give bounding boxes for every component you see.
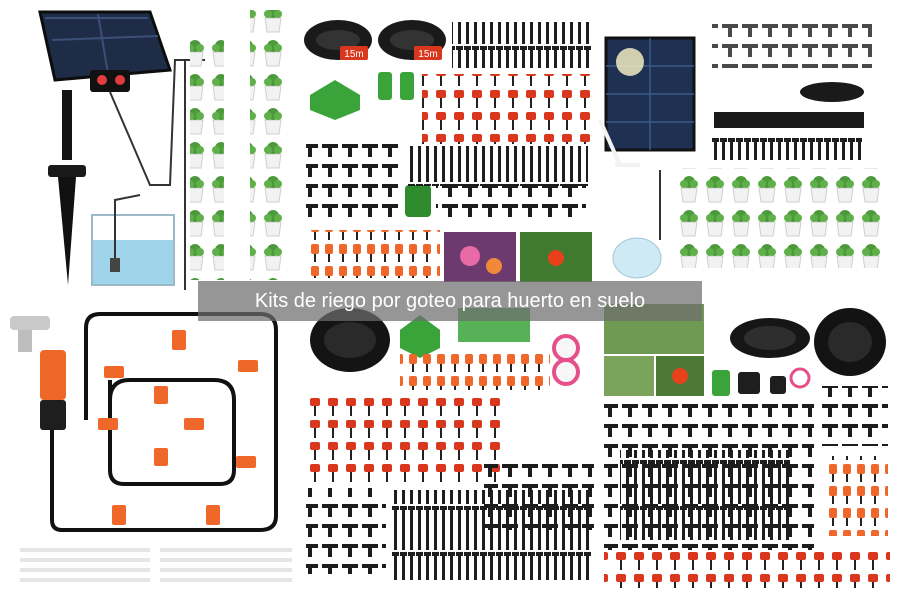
photo-inset-flowers (444, 232, 516, 282)
large-hose-coil (310, 308, 390, 372)
small-hose-coil (800, 82, 864, 102)
potted-plants-column-right (250, 10, 290, 280)
hose-length-label-2: 15m (418, 49, 437, 60)
potted-plants-column-left (190, 40, 224, 280)
stake-set (712, 136, 862, 160)
large-drip-kit-panel (306, 308, 594, 580)
green-splitter-fittings (310, 72, 431, 217)
red-dripper-rows (422, 74, 592, 144)
red-dripper-strip (604, 548, 890, 588)
stake-bundles (392, 490, 592, 580)
red-dripper-grid (308, 396, 504, 486)
drip-loop-outer (50, 312, 278, 532)
orange-sprinkler-rows (306, 230, 440, 278)
hose-rolls (714, 112, 864, 128)
hose-coil-1: 15m (304, 20, 372, 60)
kit-with-photo-insets-panel (604, 304, 890, 588)
hose-coil-2: 15m (378, 20, 446, 60)
green-splitter (400, 315, 440, 358)
hose-coils-right (730, 308, 886, 376)
solar-panel-graphic (38, 10, 173, 92)
filter-and-adapters (712, 367, 811, 396)
drip-loop-inner (108, 378, 236, 486)
teflon-tape-rolls (552, 334, 580, 386)
photo-inset-sprinkler (520, 232, 592, 282)
orange-nozzle-rows (400, 354, 550, 390)
fish-bowl (612, 170, 662, 279)
cable-ties (20, 548, 292, 582)
solar-kit-with-pots-panel (598, 18, 880, 279)
tee-connector-grid (306, 140, 400, 220)
orange-emitters (98, 330, 258, 525)
orange-emitter-column (828, 456, 888, 536)
water-container (91, 194, 175, 286)
small-stake-rows (408, 146, 588, 186)
ground-stake (48, 90, 86, 285)
stake-row (452, 22, 592, 68)
cross-connectors (306, 488, 386, 574)
hose-length-label-1: 15m (344, 49, 363, 60)
small-solar-panel (598, 36, 696, 167)
screws-and-anchors (712, 18, 872, 68)
tubing-and-fittings-kit-panel: 15m 15m (304, 20, 592, 282)
elbow-connector-grid (436, 182, 586, 222)
end-plug-set (818, 386, 888, 446)
long-stake-bundle (620, 450, 790, 540)
faucet (10, 316, 66, 430)
collage-caption: Kits de riego por goteo para huerto en s… (198, 281, 702, 321)
faucet-loop-layout-panel (10, 312, 292, 582)
solar-drip-system-panel (38, 10, 290, 290)
pot-shelves (680, 168, 880, 268)
